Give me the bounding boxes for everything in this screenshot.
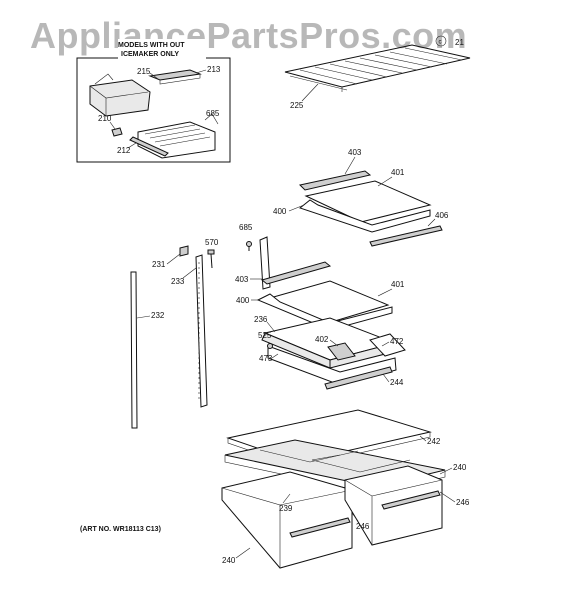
callout-400-upper: 400 <box>273 207 287 216</box>
callout-215: 215 <box>137 67 151 76</box>
callout-242: 242 <box>427 437 441 446</box>
shelf-support-bracket <box>259 236 271 290</box>
part-406-trim <box>369 225 443 247</box>
part-240-crisper-drawer-left <box>221 471 353 569</box>
part-402-slide <box>327 342 356 361</box>
part-215-ice-bucket <box>89 73 151 117</box>
part-685-tray <box>137 113 219 159</box>
callout-236: 236 <box>254 315 268 324</box>
callout-240-left: 240 <box>222 556 236 565</box>
part-231-bracket <box>179 245 189 257</box>
callout-473: 473 <box>259 354 273 363</box>
callout-403-upper: 403 <box>348 148 362 157</box>
drawer-assembly <box>261 317 406 390</box>
callout-212: 212 <box>117 146 131 155</box>
callout-232: 232 <box>151 311 165 320</box>
part-685-screw <box>246 241 252 251</box>
callout-21: 21 <box>455 38 464 47</box>
part-403-trim-upper <box>298 170 372 191</box>
part-233-shelf-ladder <box>195 254 208 408</box>
callout-244: 244 <box>390 378 404 387</box>
callout-403-middle: 403 <box>235 275 249 284</box>
callout-239: 239 <box>279 504 293 513</box>
part-570-screw <box>207 249 215 269</box>
inset-icemaker-parts: MODELS WITH OUT ICEMAKER ONLY <box>76 39 231 163</box>
callout-225: 225 <box>290 101 304 110</box>
middle-shelf-assembly <box>256 261 393 331</box>
part-225-wire-shelf <box>284 44 471 92</box>
part-400-frame-upper <box>298 199 431 233</box>
callout-240-right: 240 <box>453 463 467 472</box>
part-401-glass-upper <box>304 180 432 223</box>
callout-401-upper: 401 <box>391 168 405 177</box>
copyright-icon: c <box>435 35 447 47</box>
art-number: (ART NO. WR18113 C13) <box>80 526 161 533</box>
callout-246-left: 246 <box>356 522 370 531</box>
callout-231: 231 <box>152 260 166 269</box>
callout-233: 233 <box>171 277 185 286</box>
part-525-screw <box>267 343 273 349</box>
callout-685-inset: 685 <box>206 109 220 118</box>
part-212-rail <box>129 136 169 157</box>
part-210-clip <box>111 127 123 137</box>
callout-246-right: 246 <box>456 498 470 507</box>
callout-406: 406 <box>435 211 449 220</box>
callout-402: 402 <box>315 335 329 344</box>
svg-text:c: c <box>439 40 442 46</box>
callout-685: 685 <box>239 223 253 232</box>
inset-title-line1: MODELS WITH OUT <box>118 42 185 49</box>
callout-525: 525 <box>258 331 272 340</box>
part-213-ice-tray <box>148 69 202 85</box>
callout-401-middle: 401 <box>391 280 405 289</box>
part-403-trim-middle <box>260 261 332 285</box>
watermark-text: AppliancePartsPros.com <box>30 15 467 56</box>
callout-472: 472 <box>390 337 404 346</box>
callout-400-middle: 400 <box>236 296 250 305</box>
upper-shelf-assembly <box>298 170 443 247</box>
callout-570: 570 <box>205 238 219 247</box>
part-244-front-trim <box>324 366 393 390</box>
inset-title-line2: ICEMAKER ONLY <box>121 51 179 58</box>
callout-213: 213 <box>207 65 221 74</box>
part-232-rail <box>130 271 138 429</box>
callout-210: 210 <box>98 114 112 123</box>
part-240-crisper-drawer-right <box>344 465 443 546</box>
